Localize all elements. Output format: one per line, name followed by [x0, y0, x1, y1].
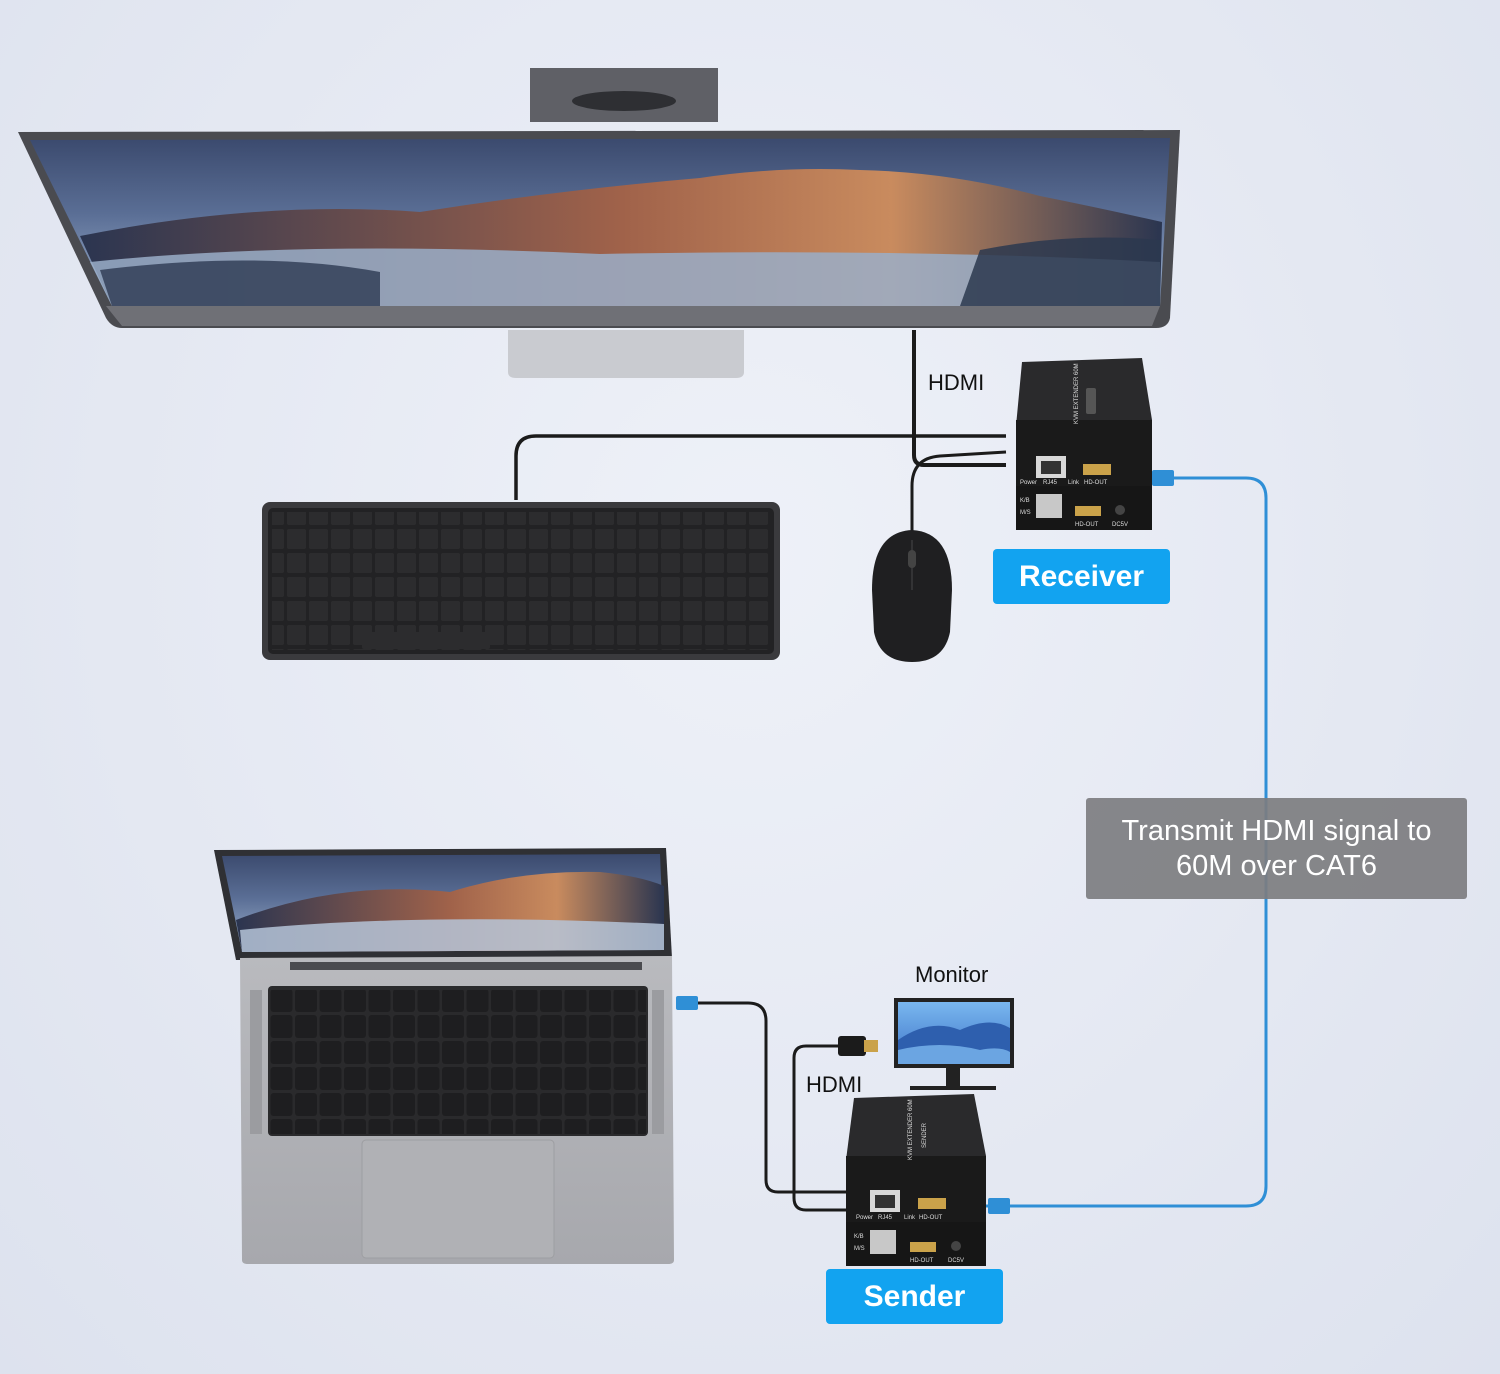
receiver-dc5v-label: DC5V: [1112, 522, 1128, 528]
usb-cable-laptop: [698, 1001, 846, 1194]
receiver-kb-label: K/B: [1020, 498, 1030, 504]
keyboard-cable: [514, 434, 1006, 500]
hdmi-label-bottom: HDMI: [806, 1072, 863, 1097]
sender-rj45-plug: [988, 1198, 1010, 1214]
cat6-callout-text: Transmit HDMI signal to 60M over CAT6: [1121, 814, 1432, 882]
mouse-cable: [910, 450, 1007, 532]
hdmi-cable-bottom: [792, 1044, 846, 1212]
receiver-badge: Receiver: [993, 549, 1170, 604]
sender-dc5v-label: DC5V: [948, 1258, 964, 1264]
hdmi-plug-tip: [864, 1040, 878, 1052]
receiver-model-label: KVM EXTENDER 60M: [1074, 363, 1080, 424]
monitor-label: Monitor: [915, 962, 989, 987]
sender-kb-label: K/B: [854, 1234, 864, 1240]
hdmi-cable-top: [912, 330, 1006, 467]
sender-device: Power RJ45 Link HD-OUT K/B M/S HD-OUT DC…: [846, 1094, 986, 1266]
receiver-power-label: Power: [1020, 480, 1037, 486]
sender-hdout-label: HD-OUT: [919, 1215, 943, 1221]
receiver-rj45-plug: [1152, 470, 1174, 486]
keyboard: [262, 502, 780, 660]
sender-rj45-label: RJ45: [878, 1215, 893, 1221]
cat6-callout: Transmit HDMI signal to 60M over CAT6: [1086, 798, 1467, 899]
small-monitor: [894, 998, 1014, 1090]
hdmi-label-top: HDMI: [928, 370, 985, 395]
sender-badge-label: SENDER: [922, 1122, 928, 1148]
sender-model-label: KVM EXTENDER 60M: [908, 1099, 914, 1160]
receiver-device: Power RJ45 Link HD-OUT K/B M/S HD-OUT DC…: [1016, 358, 1152, 530]
receiver-link-label: Link: [1068, 480, 1080, 486]
laptop: [214, 848, 674, 1264]
receiver-hdout2-label: HD-OUT: [1075, 522, 1099, 528]
receiver-hdout-label: HD-OUT: [1084, 480, 1108, 486]
laptop-usb-plug: [676, 996, 698, 1010]
sender-ms-label: M/S: [854, 1246, 865, 1252]
sender-hdout2-label: HD-OUT: [910, 1258, 934, 1264]
hdmi-plug: [838, 1036, 866, 1056]
desktop-monitor: [18, 68, 1180, 378]
receiver-ms-label: M/S: [1020, 510, 1031, 516]
sender-badge: Sender: [826, 1269, 1003, 1324]
receiver-rj45-label: RJ45: [1043, 480, 1058, 486]
sender-power-label: Power: [856, 1215, 873, 1221]
sender-link-label: Link: [904, 1215, 916, 1221]
mouse: [872, 530, 952, 662]
